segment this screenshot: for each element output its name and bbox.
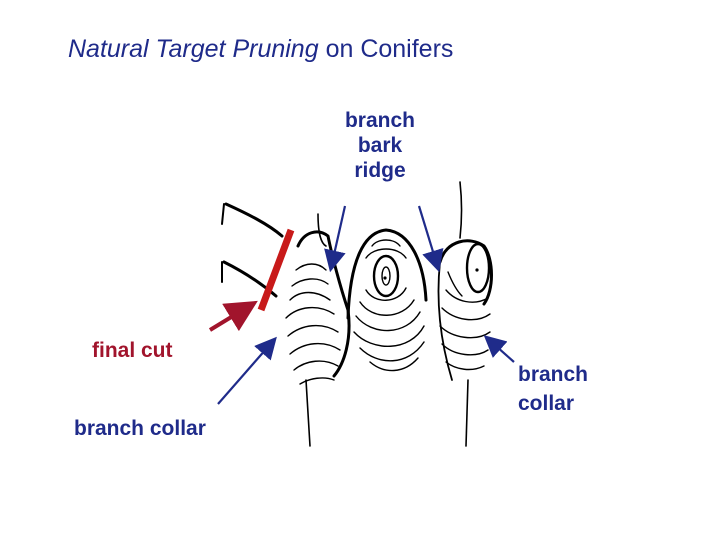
branch-stub-upper	[224, 202, 284, 238]
left-collar-outline	[296, 230, 351, 378]
branch-collar-right-label: branch collar	[518, 362, 588, 416]
branch-bark-ridge-label: branch bark ridge	[330, 108, 430, 184]
branch-collar-left-arrow	[217, 336, 277, 405]
branch-collar-right-arrow	[483, 335, 515, 363]
final-cut-line	[257, 228, 295, 312]
collar-right-line-1: branch	[518, 363, 589, 386]
bark-ridge-arrow-right	[417, 205, 444, 273]
center-branch-pith	[372, 254, 400, 298]
title-rest: on Conifers	[318, 35, 454, 63]
right-branch-pith	[465, 242, 491, 294]
final-cut-label: final cut	[92, 339, 173, 362]
branch-collar-left-label: branch collar	[74, 417, 206, 440]
branch-stub-lower	[222, 260, 278, 298]
title-italic: Natural Target Pruning	[68, 35, 319, 63]
bark-ridge-line-3: ridge	[354, 159, 406, 183]
center-branch-outline	[346, 228, 428, 320]
right-collar-rings	[439, 271, 491, 371]
slide-title: Natural Target Pruning on Conifers	[68, 35, 453, 64]
left-collar-rings	[285, 263, 341, 385]
bark-ridge-line-1: branch	[344, 109, 415, 132]
tree-sketch	[221, 181, 493, 447]
bark-ridge-line-2: bark	[357, 134, 403, 158]
collar-right-line-2: collar	[518, 392, 575, 416]
center-rings	[353, 239, 425, 372]
bark-ridge-arrow-left	[324, 205, 347, 273]
final-cut-arrow	[208, 300, 258, 332]
